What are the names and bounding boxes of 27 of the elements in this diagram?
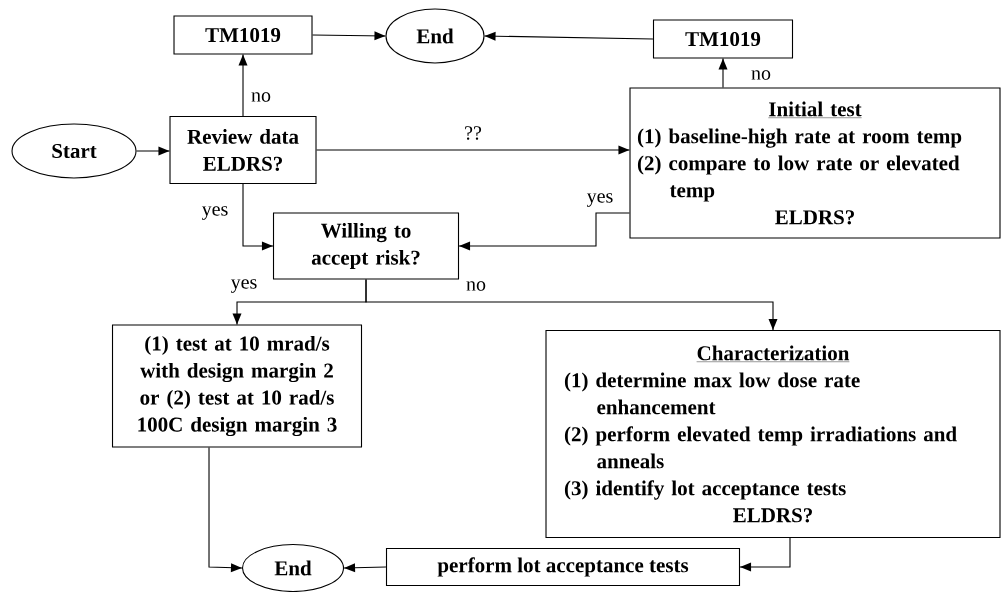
arrow (458, 212, 630, 251)
arrow (739, 537, 791, 572)
process-box: Review data ELDRS? (169, 115, 317, 185)
arrow (242, 183, 274, 251)
arrow (136, 146, 170, 156)
edge-label: yes (229, 278, 259, 294)
process-box: Initial test (1) baseline-high rate at room temp (2) compare to low rate or elevated temp ELDRS? (629, 87, 1001, 239)
edge-label: yes (585, 192, 615, 208)
process-box: (1) test at 10 mrad/s with design margin 2 or (2) test at 10 rad/s 100C design margin 3 (111, 324, 363, 448)
arrow (718, 58, 728, 88)
process-box: perform lot acceptance tests (385, 547, 741, 587)
process-box: TM1019 (652, 19, 794, 59)
edge-label: ?? (463, 125, 483, 141)
arrow (365, 279, 778, 331)
process-box: Willing to accept risk? (272, 212, 460, 280)
edge-label: yes (200, 205, 230, 221)
arrow (238, 54, 248, 117)
arrow (312, 31, 386, 41)
arrow (208, 447, 243, 573)
arrow (316, 145, 630, 155)
arrow (343, 563, 387, 573)
edge-label: no (250, 91, 272, 103)
edge-label: no (750, 69, 772, 81)
edge-label: no (465, 280, 487, 292)
process-box: Characterization (1) determine max low dose rate enhancement (2) perform elevated temp irradiations and anneals (3) identify lot acceptance tests ELDRS? (545, 329, 1001, 539)
arrow (484, 31, 654, 41)
process-box: TM1019 (173, 15, 313, 55)
